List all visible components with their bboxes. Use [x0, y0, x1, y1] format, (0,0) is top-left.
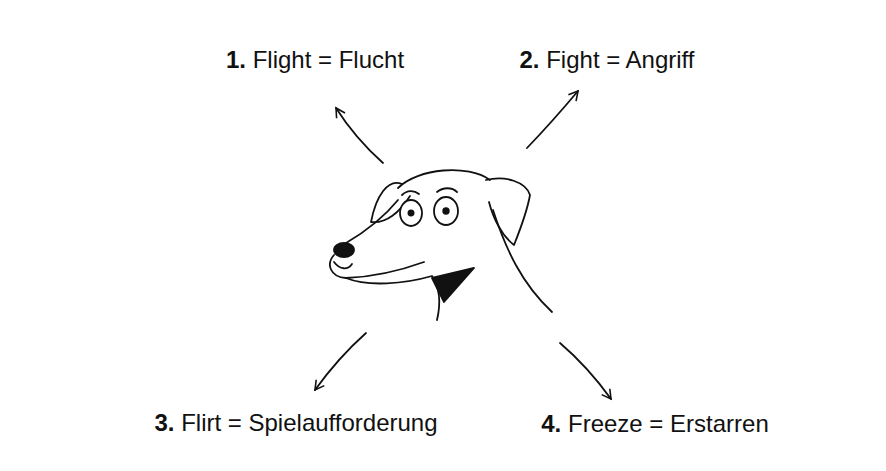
label-line: 1. Flight = Flucht	[226, 46, 404, 74]
dog-head	[330, 170, 552, 320]
response-label: Flirt = Spielaufforderung	[181, 409, 437, 436]
response-label: Flight = Flucht	[253, 46, 404, 73]
arrow-freeze	[560, 343, 611, 399]
callout-number: 4.	[541, 410, 561, 437]
callout-number: 2.	[519, 46, 539, 73]
label-line: 2. Fight = Angriff	[519, 46, 694, 74]
callout-number: 3.	[154, 409, 174, 436]
arrow-flight	[336, 108, 383, 163]
arrow-fight	[527, 91, 578, 148]
callout-number: 1.	[226, 46, 246, 73]
arrow-flirt	[315, 333, 366, 390]
label-line: 3. Flirt = Spielaufforderung	[154, 409, 437, 437]
response-label: Freeze = Erstarren	[568, 410, 769, 437]
label-line: 4. Freeze = Erstarren	[541, 410, 768, 438]
response-label: Fight = Angriff	[546, 46, 694, 73]
